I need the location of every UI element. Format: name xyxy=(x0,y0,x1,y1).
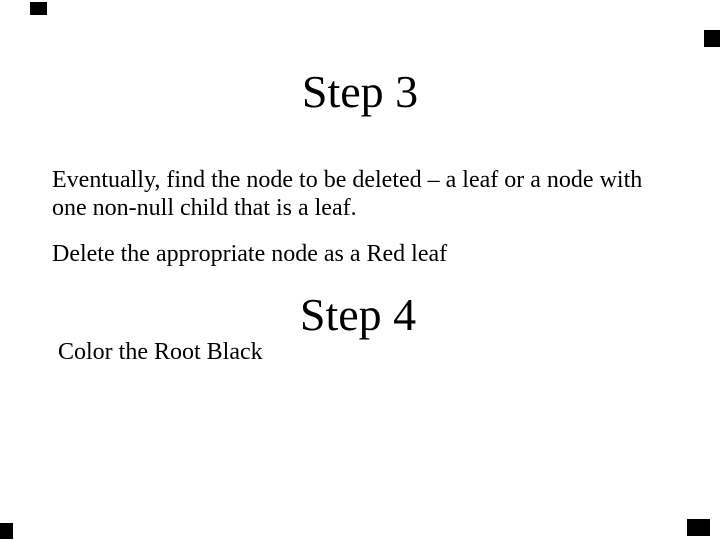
body-paragraph-1-line-1: Eventually, find the node to be deleted … xyxy=(52,167,643,193)
corner-mark-top-left xyxy=(30,2,47,15)
body-paragraph-1-line-2: one non-null child that is a leaf. xyxy=(52,194,357,221)
corner-mark-bottom-right xyxy=(687,519,710,536)
corner-mark-top-right xyxy=(704,30,720,47)
body-paragraph-2: Delete the appropriate node as a Red lea… xyxy=(52,241,448,267)
body-paragraph-1: Eventually, find the node to be deleted … xyxy=(52,167,642,222)
secondary-body: Color the Root Black xyxy=(58,339,263,365)
page-title: Step 3 xyxy=(301,66,419,117)
secondary-title: Step 4 xyxy=(299,289,417,340)
corner-mark-bottom-left xyxy=(0,523,13,539)
